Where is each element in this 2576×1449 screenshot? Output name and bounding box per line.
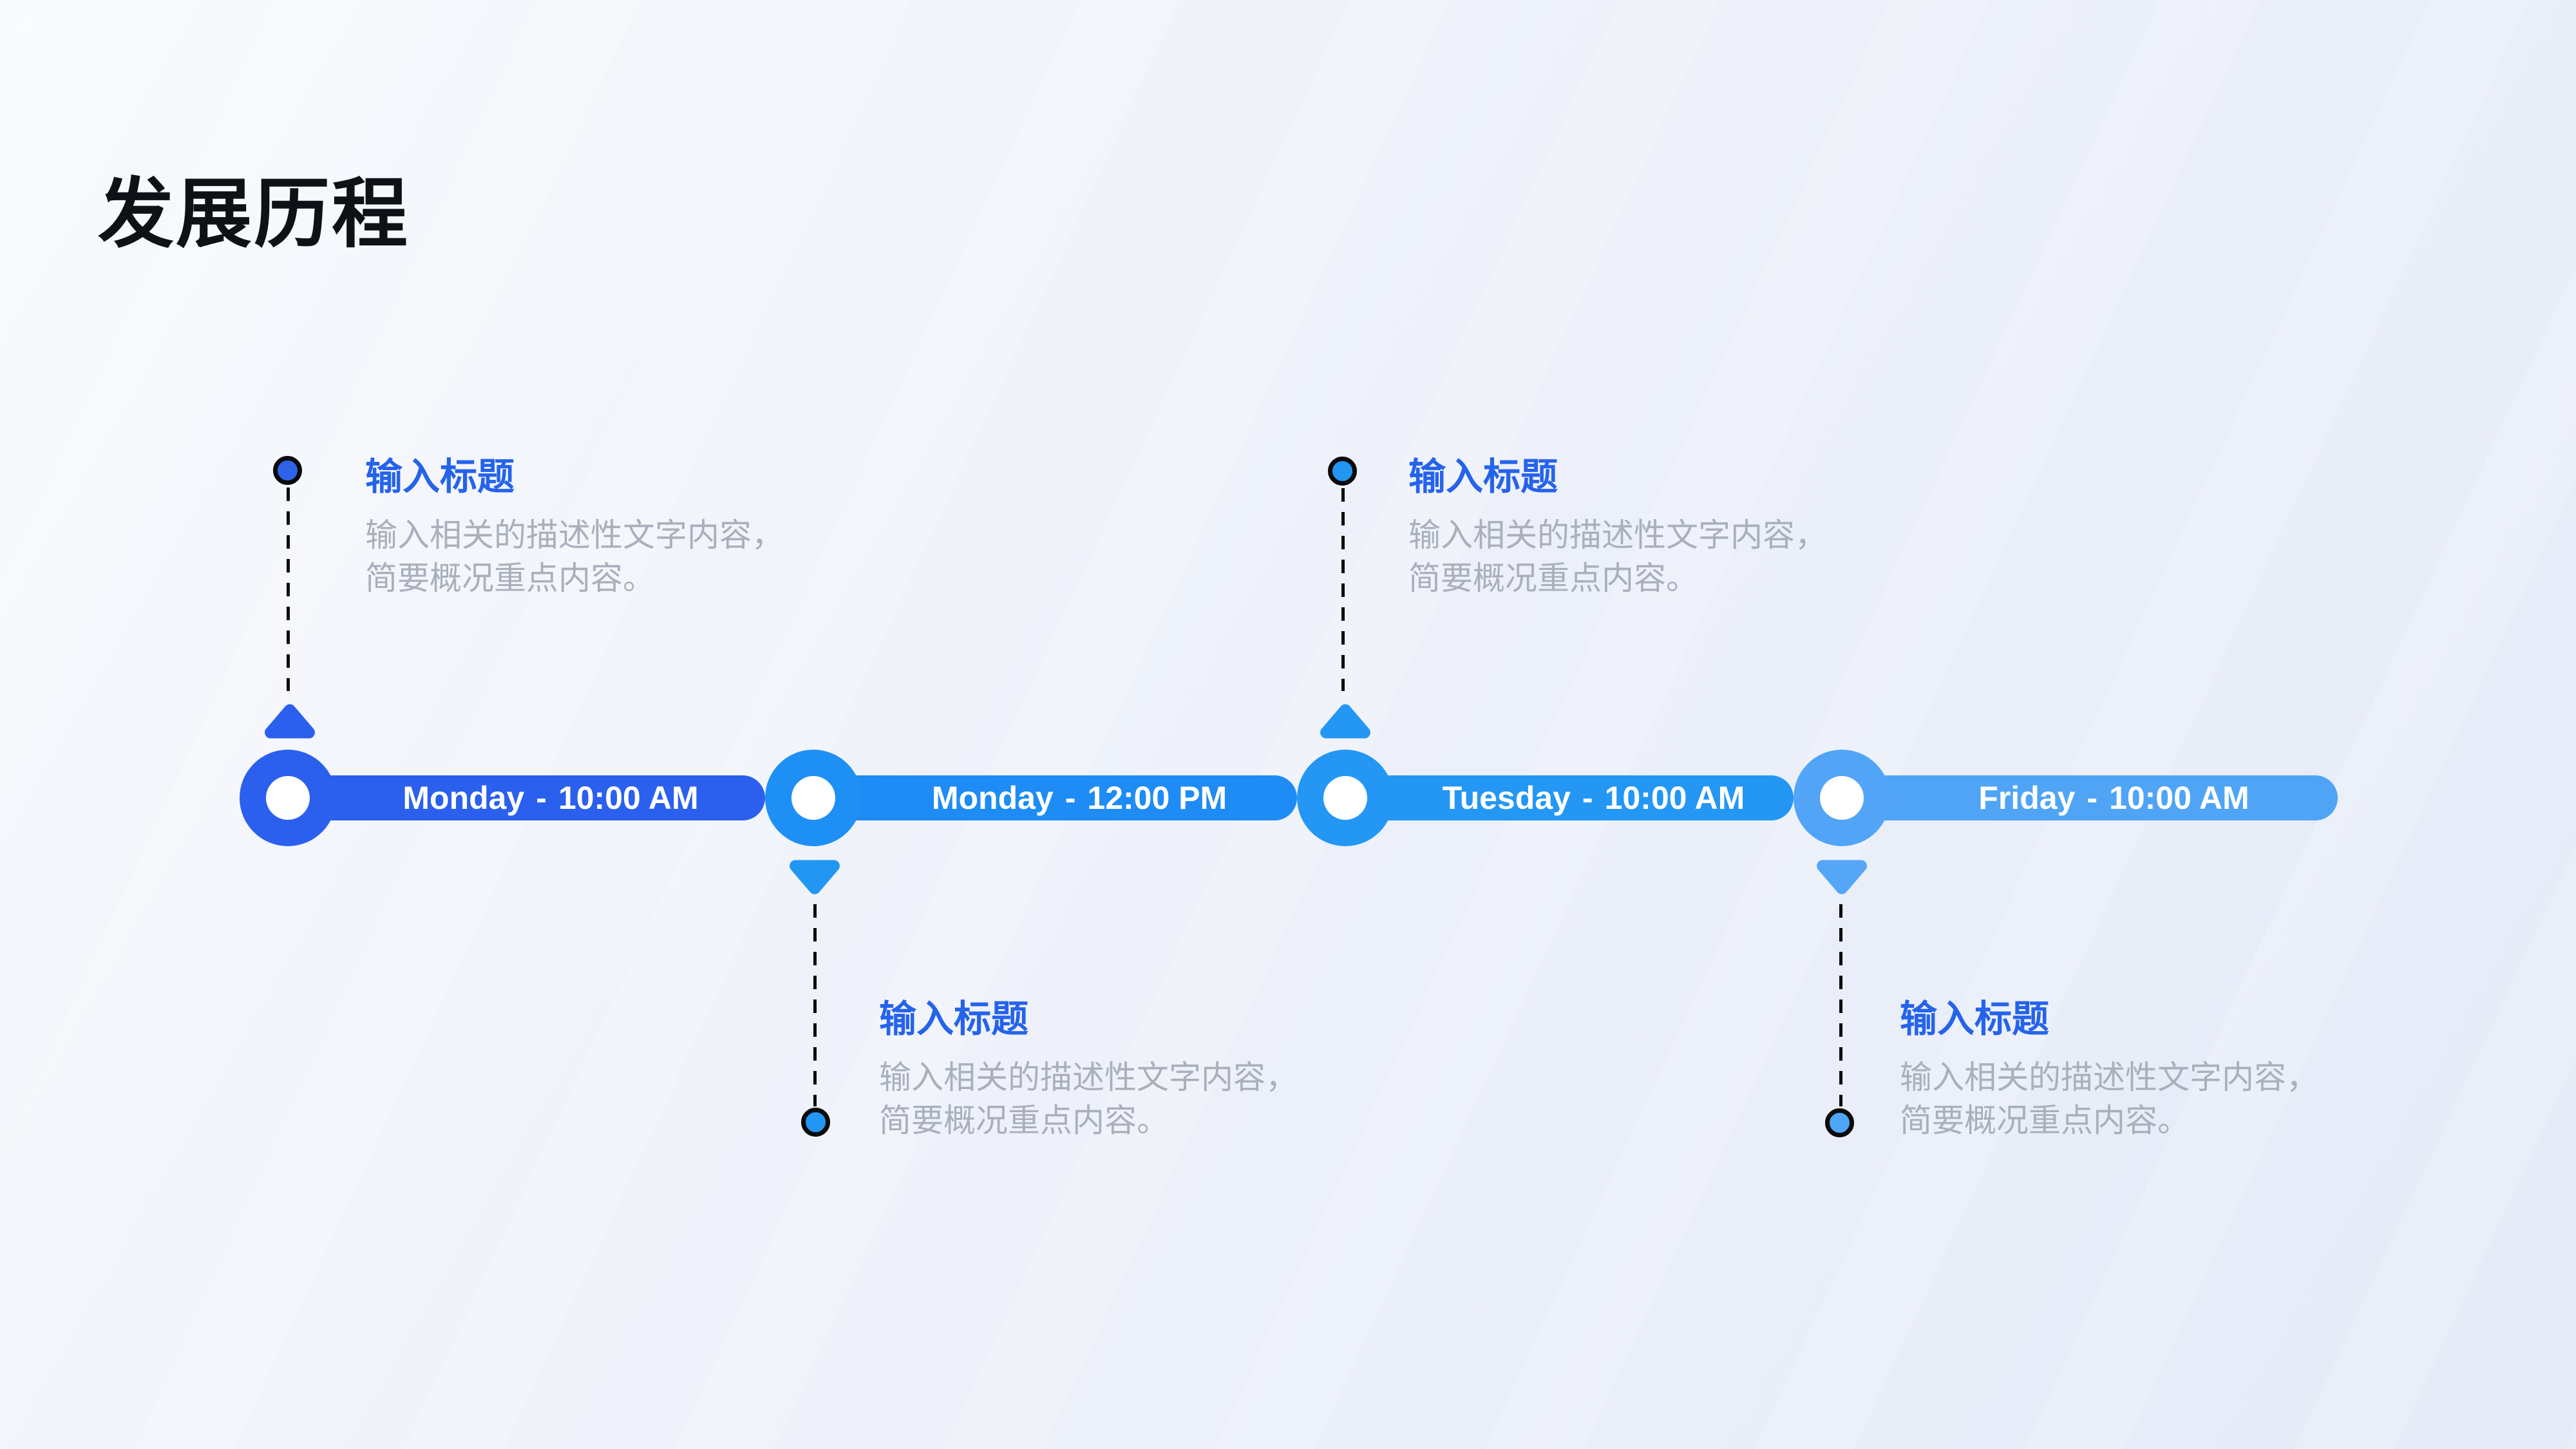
timeline-label-1[interactable]: Monday - 10:00 AM: [336, 775, 765, 820]
timeline-label-4[interactable]: Friday - 10:00 AM: [1890, 775, 2338, 820]
connector-line: [1839, 904, 1842, 1106]
node-core: [1820, 776, 1864, 820]
triangle-down-icon: [1817, 860, 1867, 895]
timeline-node-3: [1297, 750, 1394, 846]
marker-dot: [1825, 1108, 1854, 1137]
marker-dot: [1328, 457, 1357, 486]
callout-description-line1[interactable]: 输入相关的描述性文字内容，: [879, 1059, 1298, 1095]
timeline-label-3[interactable]: Tuesday - 10:00 AM: [1394, 775, 1794, 820]
timeline-label-2[interactable]: Monday - 12:00 PM: [862, 775, 1297, 820]
node-core: [791, 776, 835, 820]
callout-description-line1[interactable]: 输入相关的描述性文字内容，: [1408, 517, 1827, 553]
timeline-node-2: [765, 750, 862, 846]
timeline-time: 10:00 AM: [1604, 780, 1745, 816]
callout-description-line2[interactable]: 简要概况重点内容。: [1900, 1103, 2190, 1139]
page-title[interactable]: 发展历程: [98, 172, 410, 258]
timeline-node-1: [240, 750, 336, 846]
callout-2: 输入标题 输入相关的描述性文字内容， 简要概况重点内容。: [879, 1001, 1330, 1142]
callout-4: 输入标题 输入相关的描述性文字内容， 简要概况重点内容。: [1900, 1001, 2351, 1142]
node-core: [1323, 776, 1367, 820]
connector-line: [1341, 488, 1345, 691]
timeline-time: 10:00 AM: [2109, 780, 2249, 816]
callout-3: 输入标题 输入相关的描述性文字内容， 简要概况重点内容。: [1408, 459, 1859, 600]
callout-title[interactable]: 输入标题: [1900, 998, 2050, 1040]
timeline-segment-3: [1352, 775, 1794, 820]
timeline-segment-2: [805, 775, 1297, 820]
callout-description-line2[interactable]: 简要概况重点内容。: [365, 560, 655, 596]
callout-description-line1[interactable]: 输入相关的描述性文字内容，: [365, 517, 784, 553]
timeline-time: 12:00 PM: [1087, 780, 1227, 816]
timeline-day: Friday: [1978, 780, 2076, 816]
timeline-segment-1: [267, 775, 765, 820]
timeline-day: Monday: [402, 780, 525, 816]
timeline-separator: -: [1065, 780, 1076, 816]
callout-description-line2[interactable]: 简要概况重点内容。: [879, 1103, 1169, 1139]
triangle-up-icon: [1320, 704, 1370, 739]
timeline-time: 10:00 AM: [558, 780, 699, 816]
callout-title[interactable]: 输入标题: [1408, 456, 1558, 498]
node-core: [266, 776, 310, 820]
marker-dot: [273, 456, 302, 485]
callout-description-line2[interactable]: 简要概况重点内容。: [1408, 560, 1698, 596]
timeline-separator: -: [1582, 780, 1593, 816]
connector-line: [287, 488, 290, 691]
triangle-up-icon: [265, 704, 315, 739]
timeline-segment-4: [1848, 775, 2338, 820]
callout-title[interactable]: 输入标题: [879, 998, 1029, 1040]
timeline-day: Monday: [931, 780, 1054, 816]
callout-1: 输入标题 输入相关的描述性文字内容， 简要概况重点内容。: [365, 459, 816, 600]
callout-title[interactable]: 输入标题: [365, 456, 515, 498]
timeline-node-4: [1794, 750, 1890, 846]
connector-line: [813, 904, 817, 1106]
timeline-day: Tuesday: [1442, 780, 1571, 816]
timeline-separator: -: [536, 780, 547, 816]
triangle-down-icon: [790, 860, 840, 895]
marker-dot: [801, 1108, 830, 1137]
timeline-separator: -: [2087, 780, 2098, 816]
callout-description-line1[interactable]: 输入相关的描述性文字内容，: [1900, 1059, 2318, 1095]
